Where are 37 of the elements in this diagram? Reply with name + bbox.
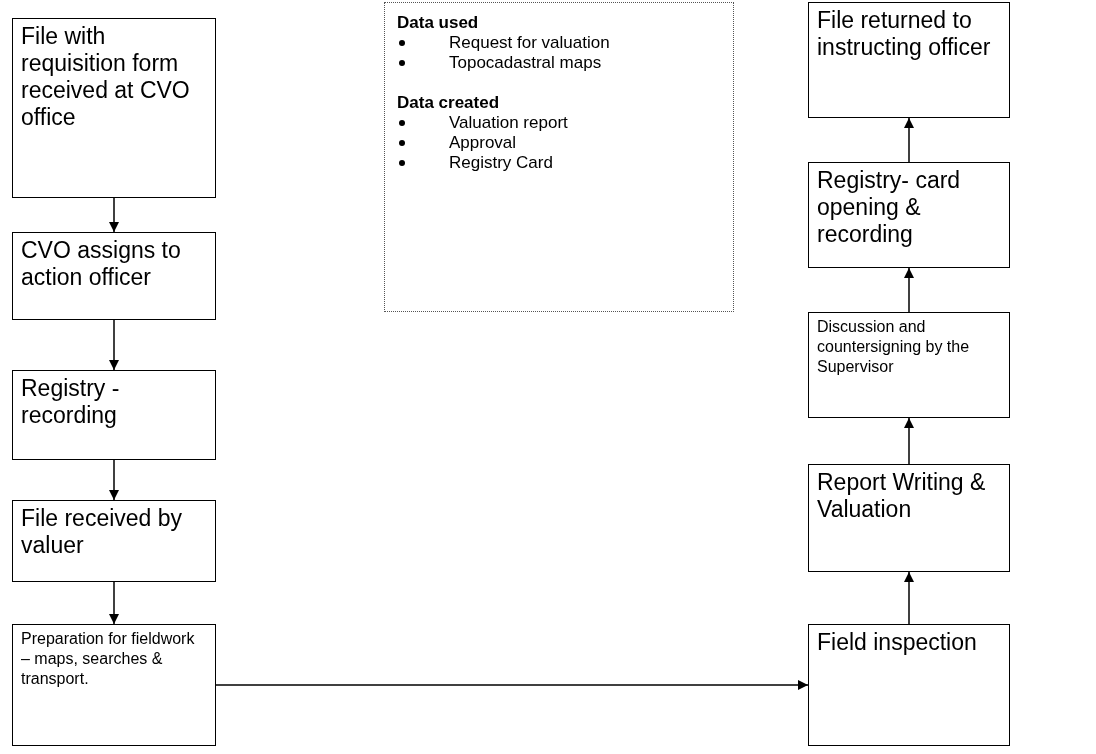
arrow — [904, 117, 914, 163]
arrow — [904, 571, 914, 625]
process-box — [12, 232, 216, 320]
arrow — [109, 319, 119, 371]
box-label: File received by valuer — [21, 505, 184, 559]
process-box — [12, 500, 216, 582]
arrow — [904, 267, 914, 313]
box-label: Report Writing & Valuation — [817, 469, 987, 523]
box-label: Field inspection — [817, 629, 978, 656]
process-box — [808, 162, 1010, 268]
box-label: File with requisition form received at CVO office — [21, 23, 191, 131]
box-label: File returned to instructing officer — [817, 7, 992, 61]
list-item: Approval — [449, 133, 517, 152]
process-box — [808, 2, 1010, 118]
list-item: Registry Card — [449, 153, 553, 172]
box-label: Preparation for fieldwork – maps, searches & transport. — [21, 629, 196, 689]
arrow — [109, 581, 119, 625]
arrow — [904, 417, 914, 465]
process-box — [808, 624, 1010, 746]
arrow — [109, 197, 119, 233]
box-label: Registry - recording — [21, 375, 121, 429]
data-note-box — [384, 2, 734, 312]
process-box — [808, 312, 1010, 418]
process-box — [12, 370, 216, 460]
box-label: CVO assigns to action officer — [21, 237, 182, 291]
process-box — [12, 624, 216, 746]
section-heading: Data created — [397, 93, 501, 113]
list-item: Topocadastral maps — [449, 53, 602, 72]
process-box — [12, 18, 216, 198]
list-item: Request for valuation — [449, 33, 610, 52]
arrow — [109, 459, 119, 501]
box-label: Registry- card opening & recording — [817, 167, 962, 248]
list-item: Valuation report — [449, 113, 568, 132]
arrow — [215, 680, 809, 690]
section-heading: Data used — [397, 13, 480, 33]
box-label: Discussion and countersigning by the Supervisor — [817, 317, 971, 377]
process-box — [808, 464, 1010, 572]
